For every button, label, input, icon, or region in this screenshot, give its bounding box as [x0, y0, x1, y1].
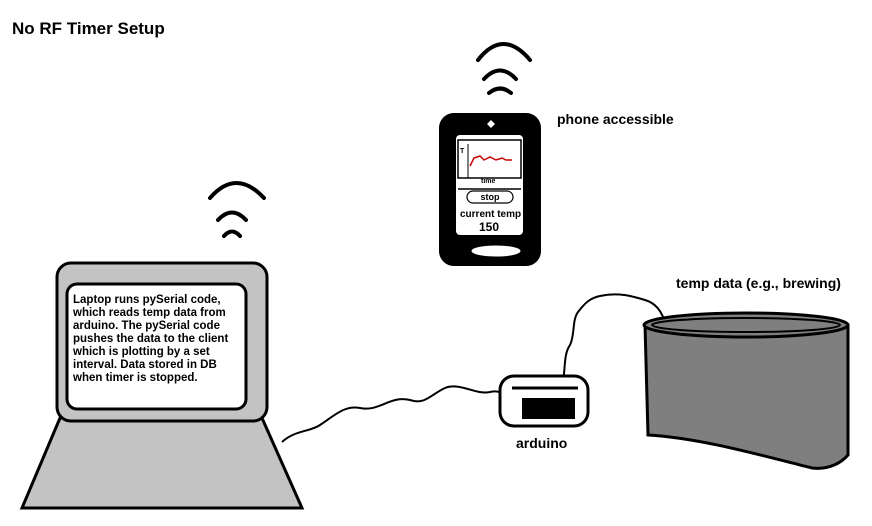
laptop-screen: [65, 282, 248, 411]
arduino-label: arduino: [516, 435, 568, 451]
laptop-note: Laptop runs pySerial code, which reads t…: [73, 294, 229, 384]
laptop-arduino-cable: [281, 385, 507, 443]
wifi-icon: [208, 181, 266, 238]
vessel-label: temp data (e.g., brewing): [676, 275, 841, 291]
phone-chart-box: [457, 139, 522, 179]
phone-chart-x-label: time: [481, 178, 496, 185]
phone-current-value: 150: [479, 220, 500, 234]
vessel-body: [643, 323, 850, 470]
laptop-base: [19, 416, 305, 510]
phone-camera: [487, 120, 495, 128]
phone-home-button: [471, 245, 521, 257]
arduino-vessel-cable: [561, 293, 667, 387]
phone-stop-button[interactable]: stop: [480, 192, 500, 202]
phone-label: phone accessible: [557, 111, 674, 127]
phone-chart-y-label: T: [460, 148, 465, 155]
arduino-display: [522, 398, 575, 419]
page-title: No RF Timer Setup: [12, 19, 165, 38]
vessel-opening: [651, 317, 841, 333]
wifi-icon: [476, 42, 532, 95]
phone-plot-line: [469, 155, 512, 167]
phone-current-label: current temp: [460, 209, 522, 220]
phone-stop-button-outline: [466, 190, 514, 204]
